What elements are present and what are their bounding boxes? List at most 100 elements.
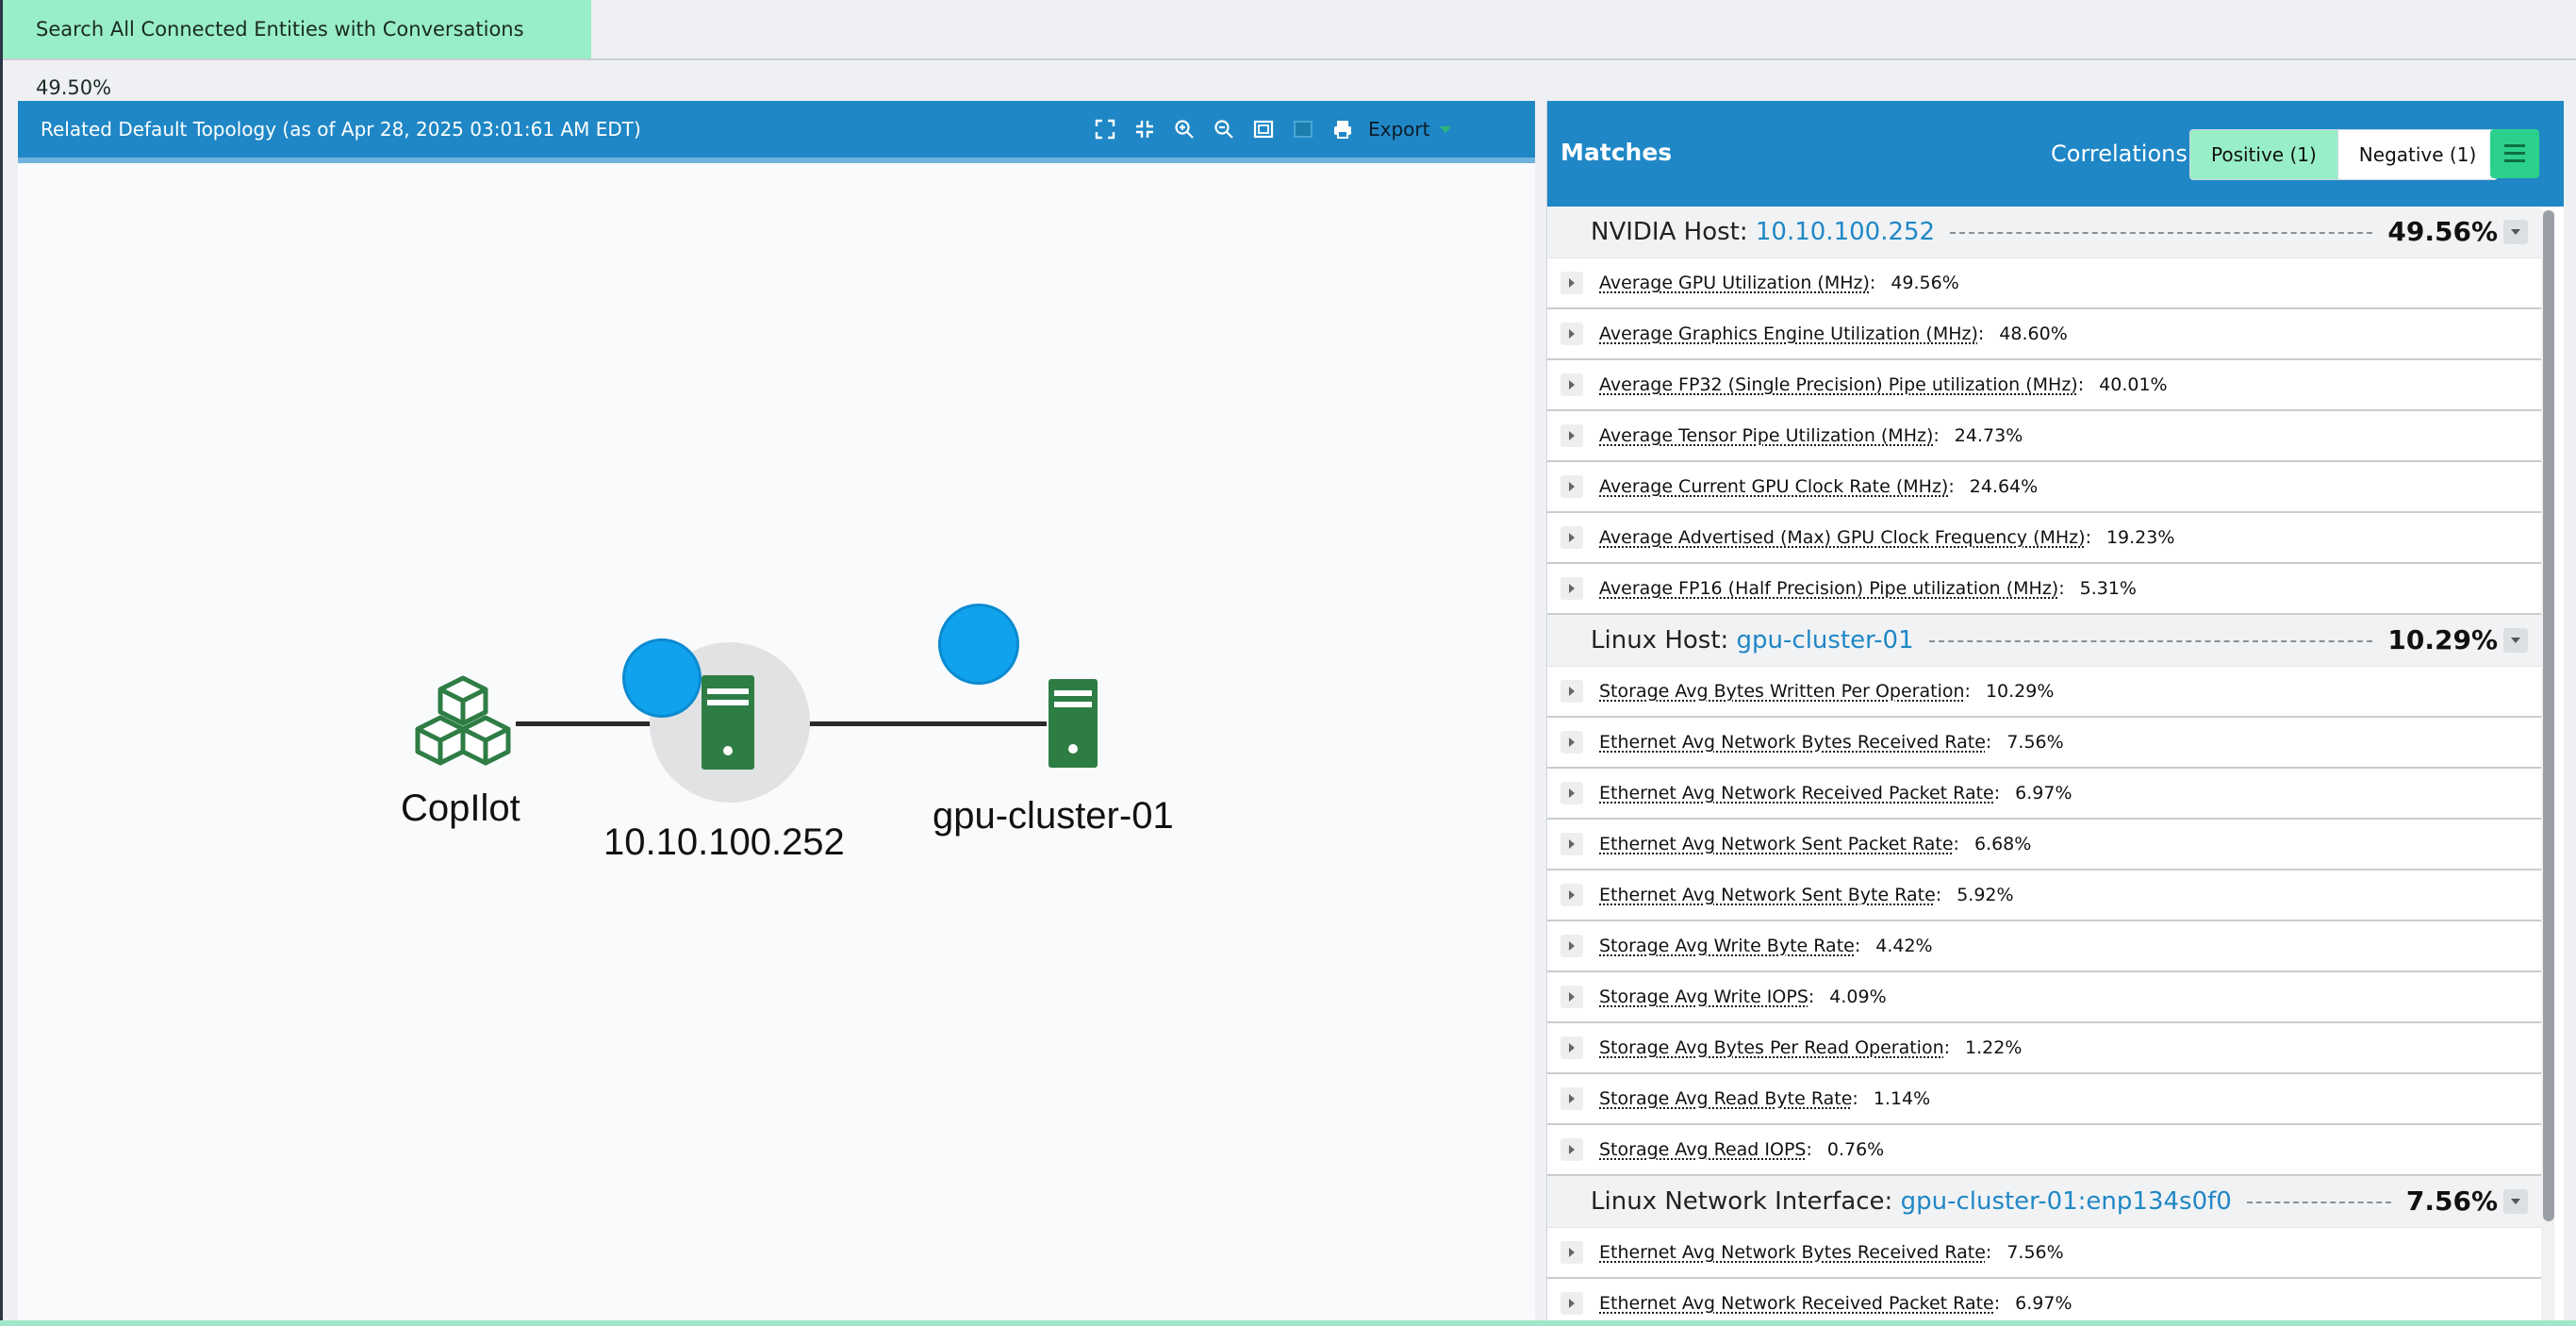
- group-entity-link[interactable]: 10.10.100.252: [1755, 218, 1936, 246]
- edge-host-cluster: [808, 721, 1047, 726]
- fit-to-screen-icon[interactable]: [1253, 119, 1274, 140]
- overview-icon[interactable]: [1293, 119, 1313, 140]
- expand-arrow-icon[interactable]: [1560, 373, 1583, 396]
- metric-row[interactable]: Average Advertised (Max) GPU Clock Frequ…: [1547, 513, 2541, 564]
- export-dropdown-caret[interactable]: [1440, 126, 1451, 133]
- expand-arrow-icon[interactable]: [1560, 1292, 1583, 1315]
- metric-name[interactable]: Average Current GPU Clock Rate (MHz): [1599, 476, 1949, 497]
- metric-name[interactable]: Storage Avg Read Byte Rate: [1599, 1088, 1853, 1109]
- group-collapse-caret-icon[interactable]: [2503, 220, 2528, 244]
- metric-name[interactable]: Average GPU Utilization (MHz): [1599, 273, 1870, 293]
- expand-arrow-icon[interactable]: [1560, 833, 1583, 855]
- metric-row[interactable]: Storage Avg Bytes Written Per Operation:…: [1547, 667, 2541, 718]
- search-banner[interactable]: Search All Connected Entities with Conve…: [3, 0, 591, 99]
- metric-row[interactable]: Storage Avg Read Byte Rate:1.14%: [1547, 1074, 2541, 1125]
- expand-arrow-icon[interactable]: [1560, 1087, 1583, 1110]
- expand-arrow-icon[interactable]: [1560, 731, 1583, 754]
- cluster-alert-indicator[interactable]: [938, 604, 1019, 685]
- metric-colon: :: [1943, 1037, 1951, 1058]
- zoom-in-icon[interactable]: [1174, 119, 1195, 140]
- expand-arrow-icon[interactable]: [1560, 1036, 1583, 1059]
- metric-name[interactable]: Storage Avg Read IOPS: [1599, 1139, 1807, 1160]
- expand-arrow-icon[interactable]: [1560, 323, 1583, 345]
- metric-row[interactable]: Ethernet Avg Network Sent Byte Rate:5.92…: [1547, 870, 2541, 921]
- metric-row[interactable]: Storage Avg Write Byte Rate:4.42%: [1547, 921, 2541, 972]
- expand-arrow-icon[interactable]: [1560, 475, 1583, 498]
- metric-value: 5.31%: [2079, 578, 2137, 599]
- metric-row[interactable]: Average Current GPU Clock Rate (MHz):24.…: [1547, 462, 2541, 513]
- group-title: Linux Network Interface: gpu-cluster-01:…: [1591, 1176, 2232, 1227]
- zoom-out-icon[interactable]: [1214, 119, 1234, 140]
- metric-value: 49.56%: [1891, 273, 1959, 293]
- metric-row[interactable]: Ethernet Avg Network Received Packet Rat…: [1547, 769, 2541, 820]
- expand-arrow-icon[interactable]: [1560, 680, 1583, 703]
- expand-arrow-icon[interactable]: [1560, 424, 1583, 447]
- metric-name[interactable]: Storage Avg Bytes Written Per Operation: [1599, 681, 1965, 702]
- metric-name[interactable]: Average Advertised (Max) GPU Clock Frequ…: [1599, 527, 2086, 548]
- host-alert-indicator[interactable]: [622, 638, 702, 718]
- metric-name[interactable]: Ethernet Avg Network Bytes Received Rate: [1599, 732, 1986, 753]
- expand-arrow-icon[interactable]: [1560, 884, 1583, 906]
- expand-arrow-icon[interactable]: [1560, 1138, 1583, 1161]
- print-icon[interactable]: [1332, 119, 1353, 140]
- expand-arrow-icon[interactable]: [1560, 577, 1583, 600]
- fullscreen-icon[interactable]: [1095, 119, 1115, 140]
- scrollbar-thumb[interactable]: [2543, 210, 2554, 1221]
- expand-arrow-icon[interactable]: [1560, 986, 1583, 1008]
- metric-name[interactable]: Average FP16 (Half Precision) Pipe utili…: [1599, 578, 2059, 599]
- metric-name[interactable]: Storage Avg Write IOPS: [1599, 986, 1808, 1007]
- metric-row[interactable]: Average FP32 (Single Precision) Pipe uti…: [1547, 360, 2541, 411]
- expand-arrow-icon[interactable]: [1560, 935, 1583, 957]
- group-entity-link[interactable]: gpu-cluster-01:enp134s0f0: [1900, 1187, 2232, 1216]
- cluster-server-icon[interactable]: [1049, 679, 1098, 768]
- metric-value: 4.42%: [1875, 936, 1933, 956]
- copilot-node[interactable]: [412, 674, 514, 769]
- metric-name[interactable]: Ethernet Avg Network Received Packet Rat…: [1599, 1293, 1994, 1314]
- metric-value: 7.56%: [2006, 1242, 2064, 1263]
- expand-arrow-icon[interactable]: [1560, 1241, 1583, 1264]
- match-group-header[interactable]: Linux Network Interface: gpu-cluster-01:…: [1547, 1176, 2541, 1228]
- metric-name[interactable]: Ethernet Avg Network Bytes Received Rate: [1599, 1242, 1986, 1263]
- metric-name[interactable]: Average Graphics Engine Utilization (MHz…: [1599, 323, 1978, 344]
- metric-text: Ethernet Avg Network Bytes Received Rate…: [1599, 718, 2064, 767]
- metric-text: Average Current GPU Clock Rate (MHz):24.…: [1599, 462, 2038, 511]
- metric-name[interactable]: Storage Avg Bytes Per Read Operation: [1599, 1037, 1944, 1058]
- negative-correlations-button[interactable]: Negative (1): [2337, 130, 2498, 179]
- metric-name[interactable]: Ethernet Avg Network Sent Packet Rate: [1599, 834, 1954, 854]
- exit-fullscreen-icon[interactable]: [1134, 119, 1155, 140]
- expand-arrow-icon[interactable]: [1560, 782, 1583, 804]
- metric-name[interactable]: Average FP32 (Single Precision) Pipe uti…: [1599, 374, 2078, 395]
- metric-row[interactable]: Average FP16 (Half Precision) Pipe utili…: [1547, 564, 2541, 615]
- metric-row[interactable]: Ethernet Avg Network Bytes Received Rate…: [1547, 1228, 2541, 1279]
- metric-row[interactable]: Storage Avg Read IOPS:0.76%: [1547, 1125, 2541, 1176]
- metric-row[interactable]: Ethernet Avg Network Received Packet Rat…: [1547, 1279, 2541, 1326]
- topology-canvas[interactable]: CopIlot 10.10.100.252 gpu-cluster-01: [18, 163, 1535, 1326]
- export-button[interactable]: Export: [1368, 118, 1430, 141]
- metric-row[interactable]: Average Graphics Engine Utilization (MHz…: [1547, 309, 2541, 360]
- group-collapse-caret-icon[interactable]: [2503, 628, 2528, 653]
- expand-arrow-icon[interactable]: [1560, 272, 1583, 294]
- metric-name[interactable]: Ethernet Avg Network Sent Byte Rate: [1599, 885, 1936, 905]
- metric-row[interactable]: Storage Avg Write IOPS:4.09%: [1547, 972, 2541, 1023]
- menu-icon[interactable]: [2490, 129, 2539, 178]
- metric-name[interactable]: Average Tensor Pipe Utilization (MHz): [1599, 425, 1934, 446]
- metric-row[interactable]: Average GPU Utilization (MHz):49.56%: [1547, 258, 2541, 309]
- expand-arrow-icon[interactable]: [1560, 526, 1583, 549]
- metric-row[interactable]: Ethernet Avg Network Sent Packet Rate:6.…: [1547, 820, 2541, 870]
- metric-row[interactable]: Ethernet Avg Network Bytes Received Rate…: [1547, 718, 2541, 769]
- group-dashed-leader: [2247, 1202, 2391, 1203]
- group-entity-link[interactable]: gpu-cluster-01: [1736, 626, 1914, 655]
- metric-name[interactable]: Ethernet Avg Network Received Packet Rat…: [1599, 783, 1994, 804]
- metric-name[interactable]: Storage Avg Write Byte Rate: [1599, 936, 1855, 956]
- group-collapse-caret-icon[interactable]: [2503, 1189, 2528, 1214]
- window-left-edge: [0, 0, 3, 1326]
- positive-correlations-button[interactable]: Positive (1): [2190, 130, 2337, 179]
- metric-colon: :: [1869, 273, 1876, 293]
- metric-row[interactable]: Storage Avg Bytes Per Read Operation:1.2…: [1547, 1023, 2541, 1074]
- metric-row[interactable]: Average Tensor Pipe Utilization (MHz):24…: [1547, 411, 2541, 462]
- metric-text: Average Graphics Engine Utilization (MHz…: [1599, 309, 2068, 358]
- group-dashed-leader: [1929, 640, 2372, 642]
